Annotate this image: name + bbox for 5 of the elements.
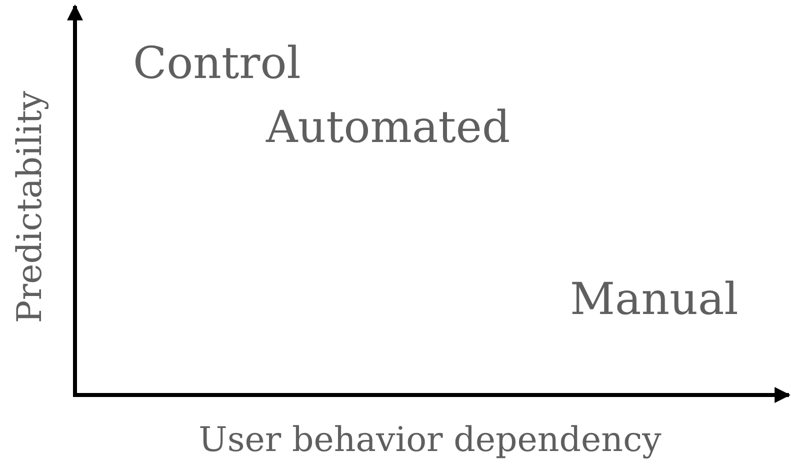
axis-title: Predictability: [13, 90, 47, 324]
axis-title: User behavior dependency: [198, 423, 662, 457]
quadrant-label: Control: [133, 42, 301, 86]
quadrant-label: Automated: [266, 106, 510, 150]
quadrant-label: Manual: [570, 278, 738, 322]
